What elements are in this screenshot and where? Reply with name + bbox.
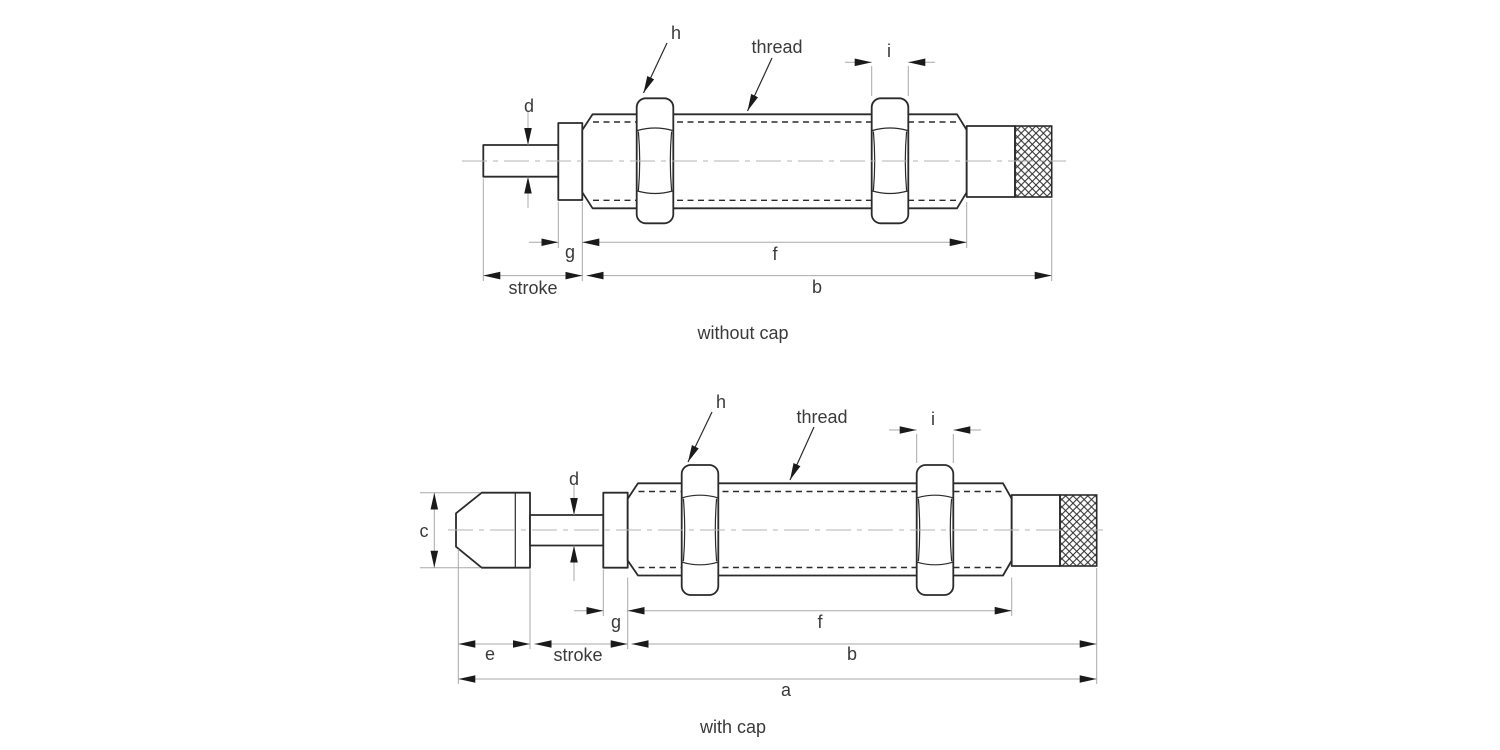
leader-thread: [746, 57, 773, 112]
label-f: f: [772, 244, 778, 264]
leader-h: [687, 411, 713, 463]
threaded-body: [626, 482, 1013, 577]
label-g: g: [565, 242, 575, 262]
label-thread: thread: [751, 37, 802, 57]
caption-with-cap: with cap: [699, 717, 766, 737]
label-c: c: [420, 521, 429, 541]
label-d: d: [524, 96, 534, 116]
caption-without-cap: without cap: [696, 323, 788, 343]
label-b: b: [847, 644, 857, 664]
bottom-view-with-cap: h thread i d c g f e stroke b a with cap: [420, 392, 1108, 737]
label-i: i: [931, 409, 935, 429]
label-g: g: [611, 612, 621, 632]
extension-lines: [420, 434, 1098, 684]
label-f: f: [817, 612, 823, 632]
label-stroke: stroke: [508, 278, 557, 298]
leader-thread: [789, 426, 815, 481]
leader-h: [642, 42, 668, 94]
label-a: a: [781, 680, 792, 700]
label-i: i: [887, 41, 891, 61]
label-h: h: [671, 23, 681, 43]
label-h: h: [716, 392, 726, 412]
label-e: e: [485, 644, 495, 664]
label-thread: thread: [796, 407, 847, 427]
label-b: b: [812, 277, 822, 297]
label-stroke: stroke: [553, 645, 602, 665]
label-d: d: [569, 469, 579, 489]
top-view-without-cap: d h thread i g f stroke b without cap: [462, 23, 1066, 343]
